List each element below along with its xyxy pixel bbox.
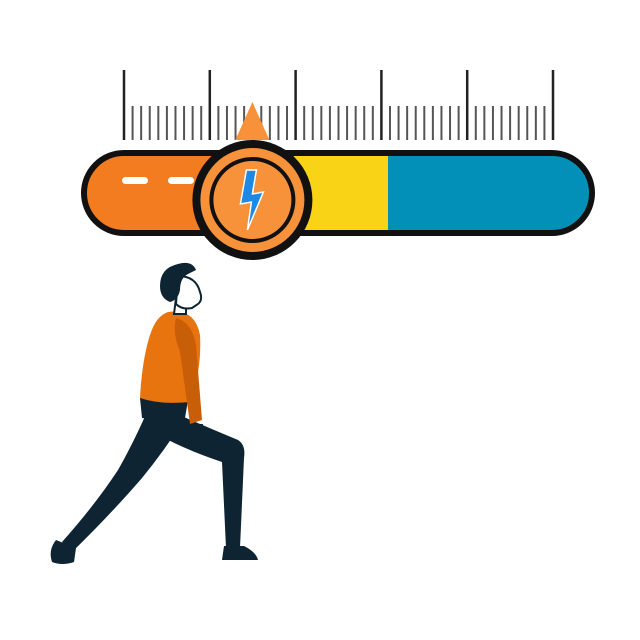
meter-highlight-dash-2	[168, 177, 194, 184]
knob-inner-ring	[209, 157, 296, 243]
person-face	[174, 274, 203, 310]
person-back-shoe	[50, 540, 76, 564]
person-front-leg	[145, 400, 245, 548]
meter-bar	[81, 150, 595, 236]
person-arm	[174, 318, 202, 424]
person-front-shoe	[222, 546, 258, 560]
meter-knob[interactable]	[192, 102, 313, 260]
person-hand	[189, 424, 203, 452]
person-back-leg	[62, 405, 185, 552]
meter-segment-high	[388, 153, 592, 233]
walking-person-illustration	[50, 262, 258, 564]
knob-pointer	[235, 102, 270, 140]
person-hair	[160, 262, 196, 302]
meter-highlight-dash-1	[122, 177, 148, 184]
lightning-bolt-icon	[239, 169, 265, 231]
ruler	[122, 70, 555, 140]
meter-outline	[81, 150, 595, 236]
